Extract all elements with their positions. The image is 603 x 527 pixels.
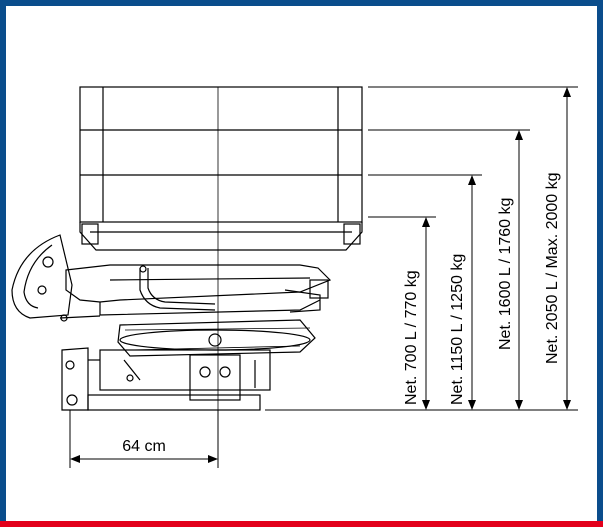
height-label-1600l: Net. 1600 L / 1760 kg xyxy=(497,198,514,350)
machine-frame xyxy=(65,264,332,316)
hopper-base xyxy=(79,222,363,251)
frame-left-border xyxy=(0,0,6,521)
height-label-2050l: Net. 2050 L / Max. 2000 kg xyxy=(544,172,561,364)
dimension-lines xyxy=(69,86,578,468)
hopper xyxy=(79,86,363,410)
height-label-700l: Net. 700 L / 770 kg xyxy=(403,270,420,405)
gearbox xyxy=(99,349,271,401)
spreading-discs xyxy=(117,319,316,357)
frame-top-border xyxy=(0,0,603,6)
base-plate xyxy=(87,394,261,411)
frame-bottom-accent xyxy=(0,521,603,527)
three-point-hitch xyxy=(61,347,100,411)
side-guard xyxy=(11,234,101,322)
dimension-arrowheads xyxy=(70,87,571,463)
frame-right-border xyxy=(597,0,603,521)
height-label-1150l: Net. 1150 L / 1250 kg xyxy=(449,254,466,405)
width-label: 64 cm xyxy=(122,438,166,455)
